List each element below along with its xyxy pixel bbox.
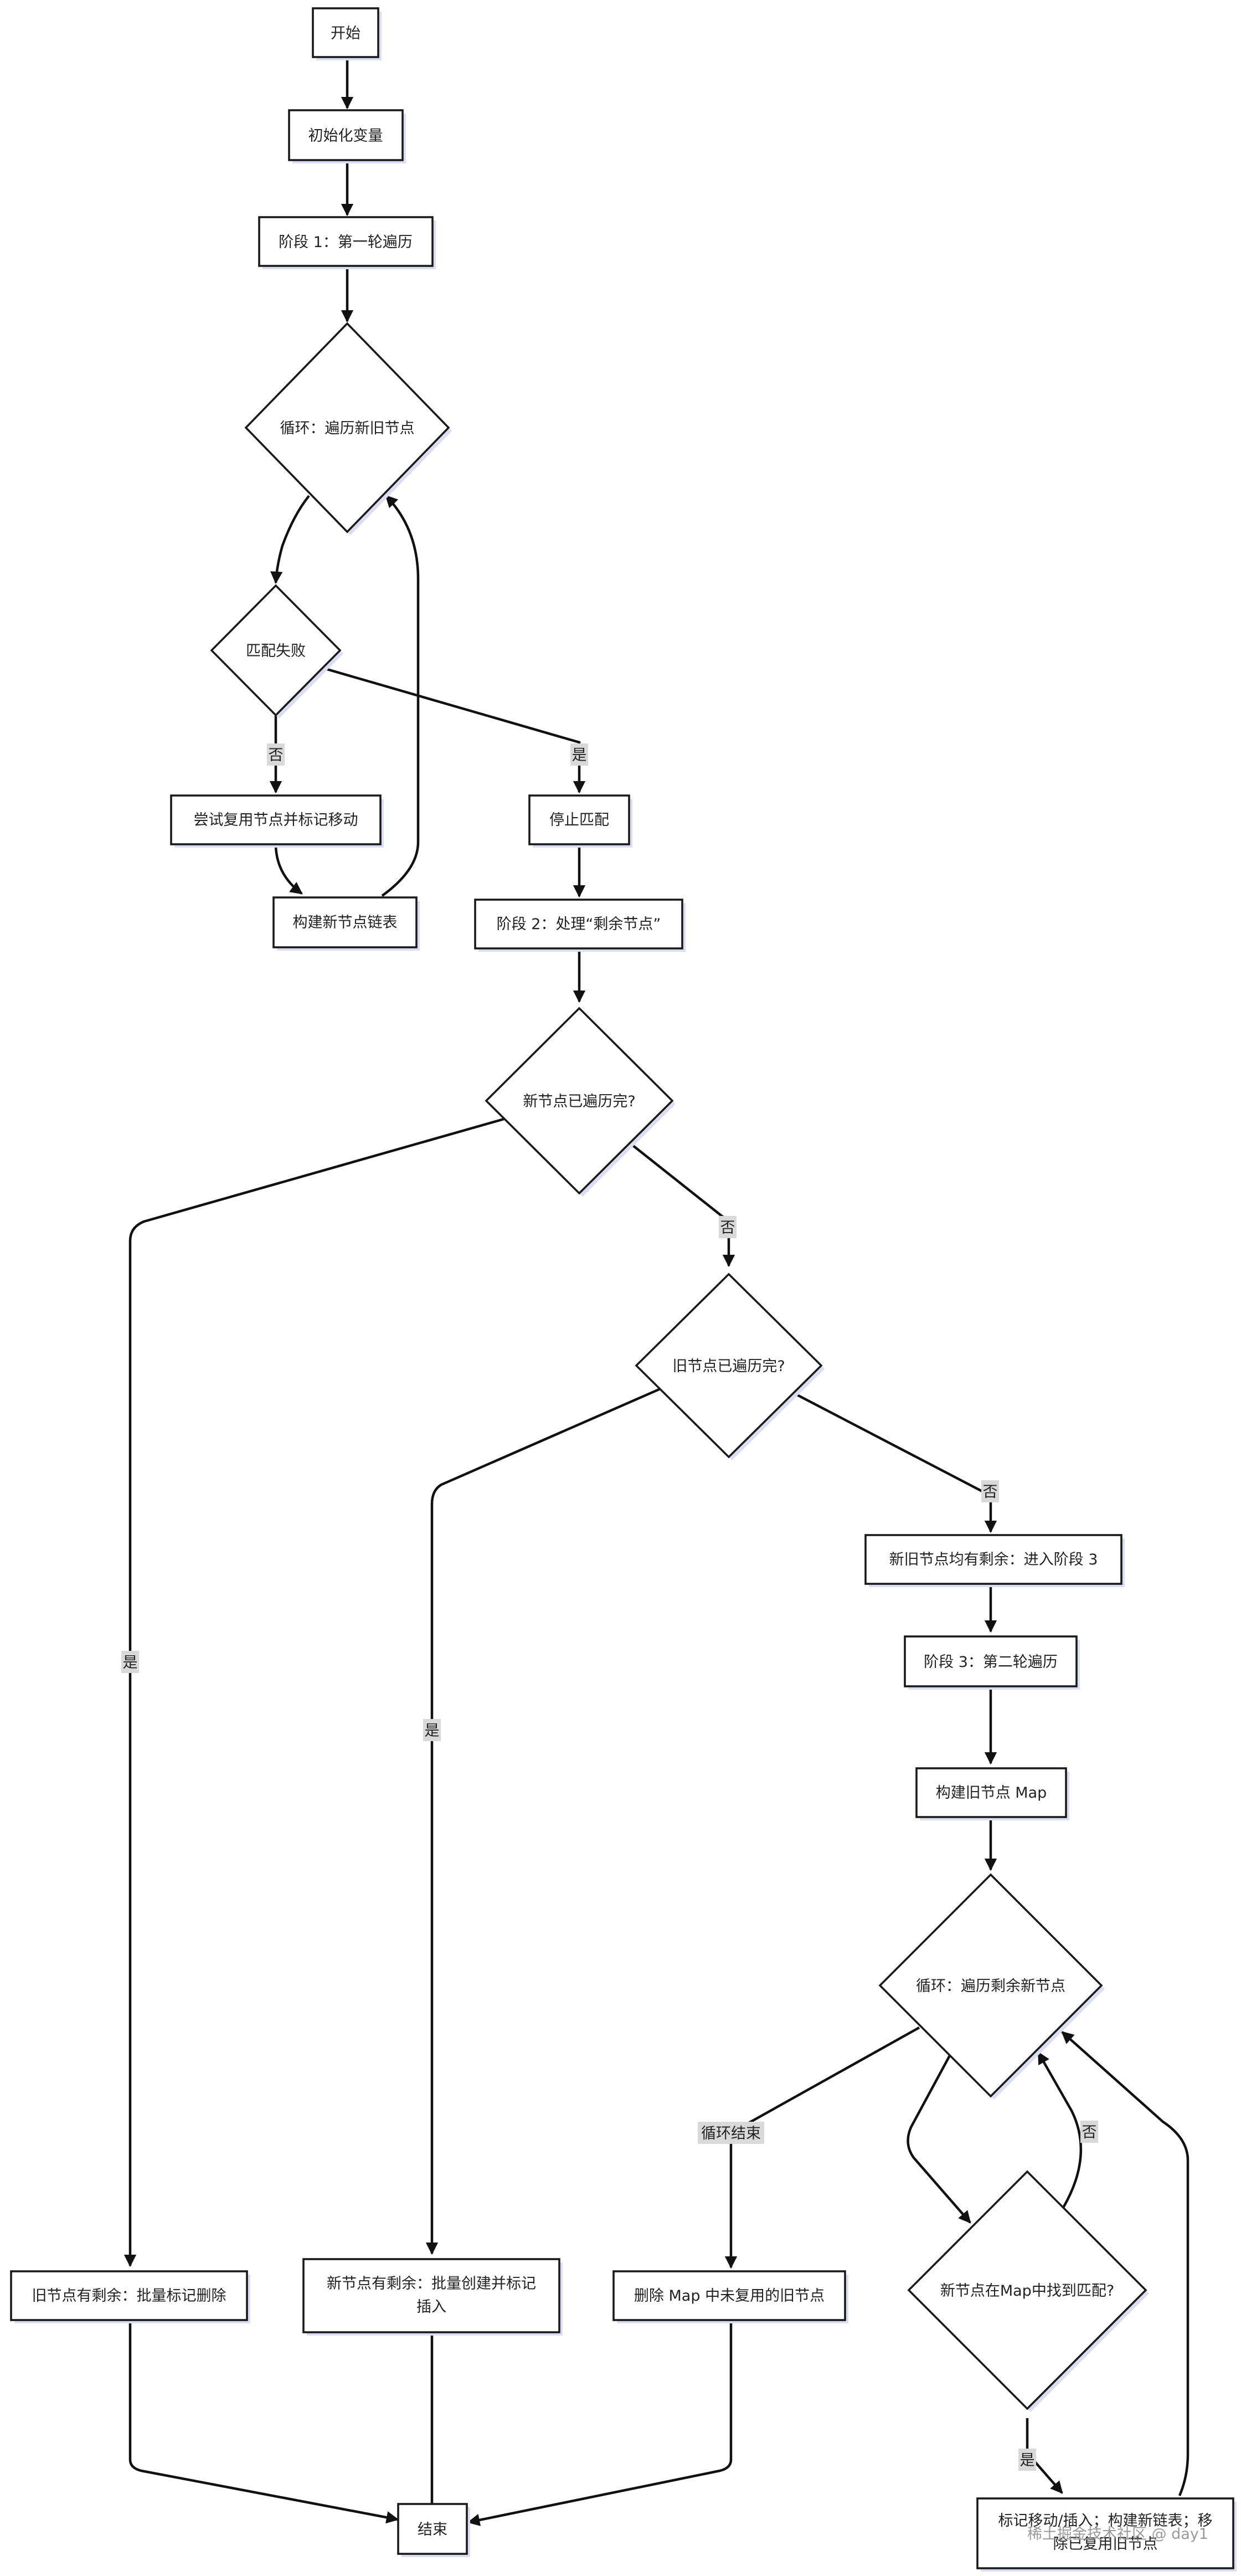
node-found-in-map-decision: 新节点在Map中找到匹配? bbox=[907, 2170, 1149, 2412]
svg-text:删除 Map 中未复用的旧节点: 删除 Map 中未复用的旧节点 bbox=[634, 2287, 825, 2305]
node-new-left-create: 新节点有剩余：批量创建并标记 插入 bbox=[302, 2258, 563, 2336]
edge-deleteunused-end bbox=[467, 2321, 733, 2526]
svg-text:开始: 开始 bbox=[331, 25, 361, 42]
node-mark-move: 标记移动/插入；构建新链表；移 除已复用旧节点 bbox=[976, 2497, 1237, 2572]
edge-label-no-new-done: 否 bbox=[720, 1219, 735, 1236]
node-end: 结束 bbox=[397, 2503, 470, 2557]
edge-label-yes-new-done: 是 bbox=[123, 1654, 138, 1671]
svg-text:新节点已遍历完?: 新节点已遍历完? bbox=[523, 1093, 635, 1110]
edge-loop2-found bbox=[907, 2051, 971, 2224]
svg-text:标记移动/插入；构建新链表；移: 标记移动/插入；构建新链表；移 bbox=[998, 2512, 1212, 2529]
svg-text:构建新节点链表: 构建新节点链表 bbox=[293, 914, 398, 931]
svg-text:阶段 3：第二轮遍历: 阶段 3：第二轮遍历 bbox=[924, 1654, 1058, 1671]
edge-newdone-olddone bbox=[626, 1140, 735, 1268]
node-start: 开始 bbox=[312, 7, 382, 60]
node-both-left: 新旧节点均有剩余：进入阶段 3 bbox=[864, 1534, 1125, 1587]
svg-text:旧节点已遍历完?: 旧节点已遍历完? bbox=[672, 1358, 785, 1375]
svg-text:初始化变量: 初始化变量 bbox=[308, 127, 383, 145]
svg-text:结束: 结束 bbox=[418, 2521, 447, 2538]
node-phase3: 阶段 3：第二轮遍历 bbox=[904, 1635, 1080, 1690]
edge-label-no-old-done: 否 bbox=[983, 1484, 998, 1501]
edge-olddone-bothleft bbox=[790, 1390, 997, 1533]
svg-text:新旧节点均有剩余：进入阶段 3: 新旧节点均有剩余：进入阶段 3 bbox=[889, 1551, 1098, 1568]
edge-found-loop2 bbox=[1037, 2051, 1083, 2209]
edge-label-yes-old-done: 是 bbox=[425, 1722, 440, 1739]
edge-label-no-found: 否 bbox=[1082, 2124, 1097, 2141]
svg-text:匹配失败: 匹配失败 bbox=[246, 643, 306, 660]
svg-text:除已复用旧节点: 除已复用旧节点 bbox=[1053, 2536, 1158, 2553]
edge-label-loop-end: 循环结束 bbox=[701, 2125, 761, 2142]
edge-loop1-matchfail bbox=[270, 495, 310, 584]
edge-label-yes-found: 是 bbox=[1020, 2452, 1035, 2469]
node-build-list-1: 构建新节点链表 bbox=[272, 896, 420, 951]
node-phase1: 阶段 1：第一轮遍历 bbox=[258, 216, 436, 269]
watermark-text: 稀土掘金技术社区 @ day1 bbox=[1027, 2526, 1208, 2543]
node-old-left-delete: 旧节点有剩余：批量标记删除 bbox=[10, 2270, 250, 2323]
svg-text:旧节点有剩余：批量标记删除: 旧节点有剩余：批量标记删除 bbox=[32, 2287, 226, 2305]
svg-text:构建旧节点 Map: 构建旧节点 Map bbox=[936, 1784, 1047, 1802]
svg-text:新节点有剩余：批量创建并标记: 新节点有剩余：批量创建并标记 bbox=[327, 2275, 536, 2292]
edge-labels: 否 是 否 否 是 是 循环结束 否 是 bbox=[121, 743, 1098, 2471]
edge-label-yes-stop: 是 bbox=[572, 747, 587, 764]
node-match-fail-decision: 匹配失败 bbox=[210, 584, 343, 719]
edge-matchfail-stop bbox=[321, 666, 586, 794]
node-delete-unused: 删除 Map 中未复用的旧节点 bbox=[612, 2270, 848, 2323]
node-try-reuse: 尝试复用节点并标记移动 bbox=[170, 794, 384, 848]
nodes: 开始 初始化变量 阶段 1：第一轮遍历 循环：遍历新旧节点 匹配失败 bbox=[10, 7, 1237, 2572]
edge-newdone-oldleft bbox=[123, 1117, 504, 2267]
svg-text:停止匹配: 停止匹配 bbox=[549, 812, 609, 829]
edge-build-loop1 bbox=[381, 495, 420, 897]
node-stop-match: 停止匹配 bbox=[528, 794, 632, 848]
svg-text:循环：遍历新旧节点: 循环：遍历新旧节点 bbox=[280, 420, 415, 437]
node-phase2: 阶段 2：处理“剩余节点” bbox=[474, 899, 686, 952]
edge-olddone-newleft bbox=[425, 1386, 663, 2255]
node-loop1-decision: 循环：遍历新旧节点 bbox=[244, 322, 452, 535]
edge-oldleft-end bbox=[128, 2321, 399, 2524]
edge-label-no-reuse: 否 bbox=[269, 747, 284, 764]
edge-tryreuse-build bbox=[274, 845, 303, 895]
svg-text:阶段 2：处理“剩余节点”: 阶段 2：处理“剩余节点” bbox=[497, 916, 661, 933]
svg-text:阶段 1：第一轮遍历: 阶段 1：第一轮遍历 bbox=[279, 234, 413, 251]
node-old-done-decision: 旧节点已遍历完? bbox=[635, 1272, 825, 1460]
svg-text:新节点在Map中找到匹配?: 新节点在Map中找到匹配? bbox=[940, 2282, 1114, 2300]
edge-loop2-deleteunused bbox=[724, 2026, 920, 2269]
node-build-map: 构建旧节点 Map bbox=[915, 1767, 1069, 1820]
edge-markmove-loop2 bbox=[1061, 2031, 1189, 2496]
svg-text:尝试复用节点并标记移动: 尝试复用节点并标记移动 bbox=[194, 812, 358, 829]
svg-text:插入: 插入 bbox=[416, 2298, 446, 2316]
node-init: 初始化变量 bbox=[288, 109, 406, 163]
node-loop2-decision: 循环：遍历剩余新节点 bbox=[878, 1873, 1105, 2100]
node-new-done-decision: 新节点已遍历完? bbox=[485, 1007, 676, 1197]
svg-text:循环：遍历剩余新节点: 循环：遍历剩余新节点 bbox=[916, 1978, 1065, 1995]
